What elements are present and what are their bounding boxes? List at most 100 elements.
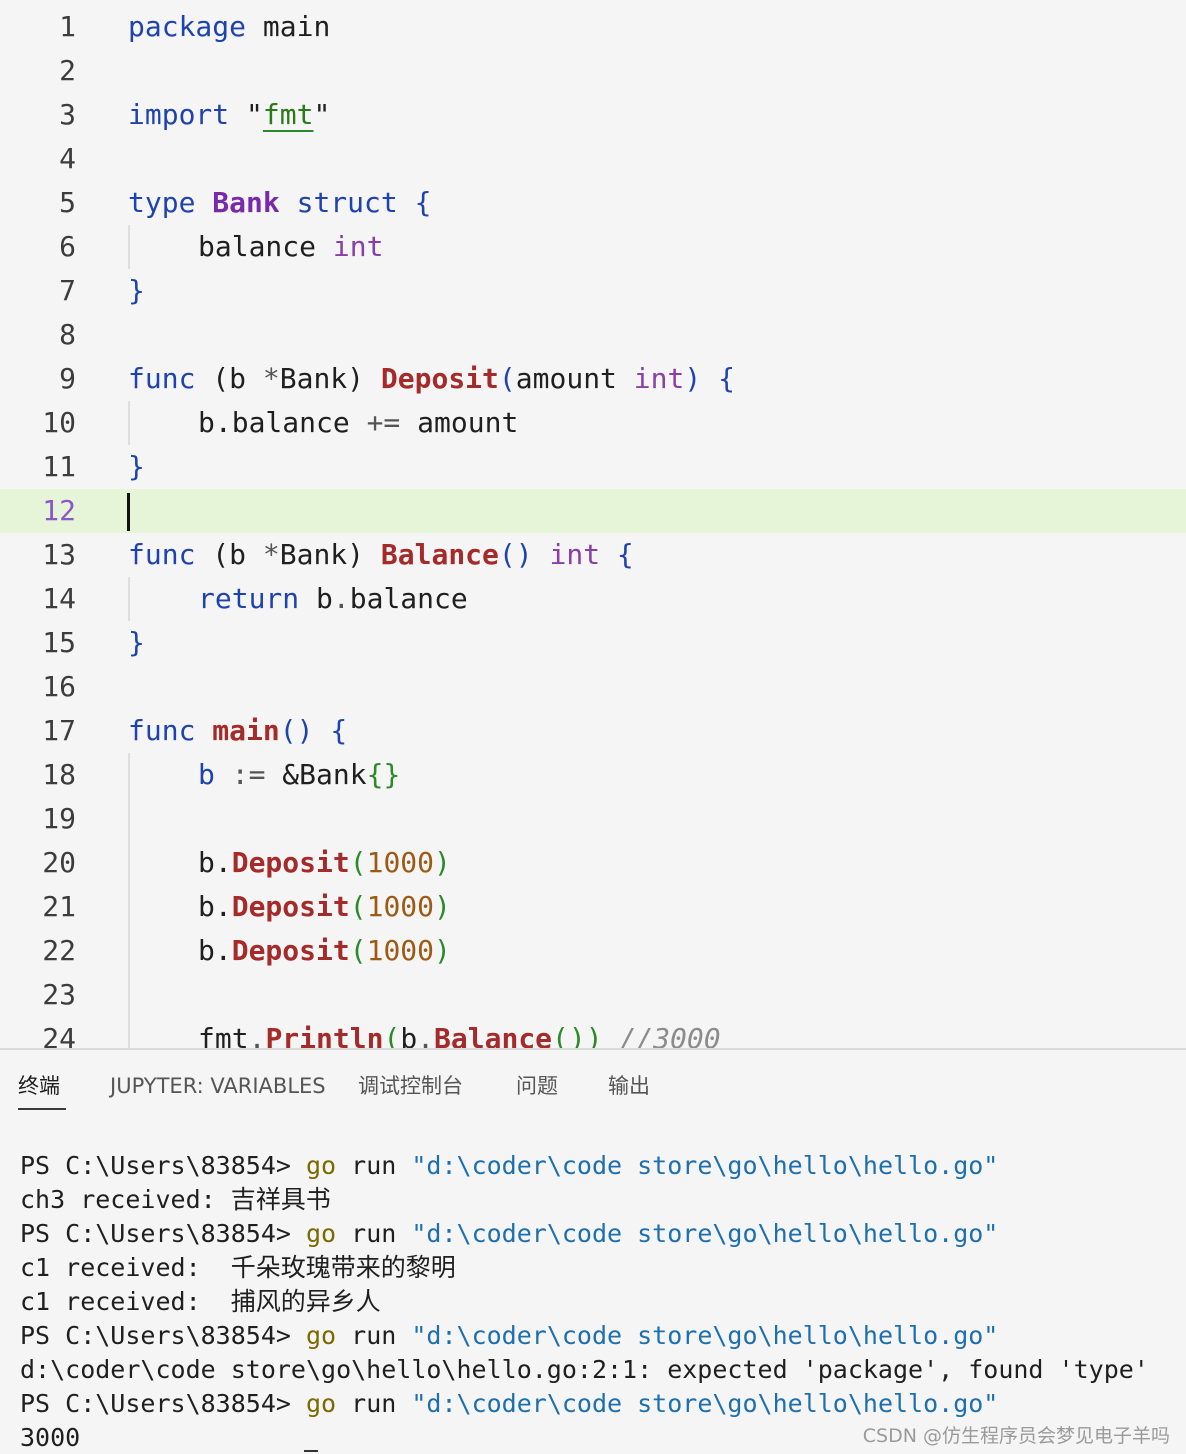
terminal-line: d:\coder\code store\go\hello\hello.go:2:…: [20, 1354, 1149, 1386]
code-line-11[interactable]: 11 }: [0, 445, 1186, 489]
terminal-cursor: [304, 1450, 318, 1452]
tab-terminal[interactable]: 终端: [18, 1074, 60, 1098]
subcommand: run: [336, 1389, 412, 1418]
line-number: 1: [59, 10, 76, 43]
code-line-19[interactable]: 19: [0, 797, 1186, 841]
code-line-8[interactable]: 8: [0, 313, 1186, 357]
code-line-1[interactable]: 1 package main: [0, 5, 1186, 49]
argument: "d:\coder\code store\go\hello\hello.go": [411, 1321, 999, 1350]
code-line-16[interactable]: 16: [0, 665, 1186, 709]
paren: (: [349, 934, 367, 967]
code-line-21[interactable]: 21 b.Deposit(1000): [0, 885, 1186, 929]
code-line-2[interactable]: 2: [0, 49, 1186, 93]
code-line-22[interactable]: 22 b.Deposit(1000): [0, 929, 1186, 973]
code-line-15[interactable]: 15 }: [0, 621, 1186, 665]
line-number: 21: [42, 890, 76, 923]
tab-jupyter-variables[interactable]: JUPYTER: VARIABLES: [110, 1074, 326, 1098]
code-line-4[interactable]: 4: [0, 137, 1186, 181]
line-number: 12: [42, 494, 76, 527]
bottom-panel: 终端 JUPYTER: VARIABLES 调试控制台 问题 输出 PS C:\…: [0, 1048, 1186, 1454]
identifier: main: [262, 10, 331, 43]
line-number: 10: [42, 406, 76, 439]
function-name: Deposit: [231, 846, 350, 879]
paren: ): [434, 890, 451, 923]
code-line-9[interactable]: 9 func (b *Bank) Deposit(amount int) {: [0, 357, 1186, 401]
indent-guide: [128, 753, 130, 797]
code-line-6[interactable]: 6 balance int: [0, 225, 1186, 269]
prompt: PS C:\Users\83854>: [20, 1219, 306, 1248]
receiver-type: Bank): [279, 362, 365, 395]
brace: }: [128, 274, 145, 307]
code-text: balance int: [198, 229, 383, 265]
operator: *: [262, 538, 280, 571]
line-number: 19: [42, 802, 76, 835]
line-number: 5: [59, 186, 76, 219]
param: amount: [515, 362, 617, 395]
line-number: 16: [42, 670, 76, 703]
code-line-18[interactable]: 18 b := &Bank{}: [0, 753, 1186, 797]
brace: }: [128, 450, 145, 483]
command: go: [305, 1321, 337, 1350]
receiver: (b: [212, 362, 247, 395]
code-text: b.Deposit(1000): [198, 933, 451, 969]
keyword: import: [128, 98, 230, 131]
brace: {: [616, 538, 634, 571]
code-editor[interactable]: 1 package main 2 3 import "fmt" 4 5 type…: [0, 0, 1186, 1048]
function-name: Deposit: [231, 934, 350, 967]
line-number: 9: [59, 362, 76, 395]
code-text: fmt.Println(b.Balance()) //3000: [198, 1021, 721, 1048]
code-line-24[interactable]: 24 fmt.Println(b.Balance()) //3000: [0, 1017, 1186, 1048]
tab-output[interactable]: 输出: [608, 1074, 650, 1098]
output-text: c1 received: 捕风的异乡人: [20, 1287, 381, 1316]
function-name: Balance: [380, 538, 499, 571]
code-line-17[interactable]: 17 func main() {: [0, 709, 1186, 753]
operator: +=: [366, 406, 401, 439]
code-line-14[interactable]: 14 return b.balance: [0, 577, 1186, 621]
code-line-7[interactable]: 7 }: [0, 269, 1186, 313]
identifier: b: [400, 1022, 418, 1048]
code-line-12-current[interactable]: 12: [0, 489, 1186, 533]
indent-guide: [128, 885, 130, 929]
keyword: func: [128, 362, 196, 395]
indent-guide: [128, 797, 130, 841]
paren: (: [383, 1022, 401, 1048]
terminal-line: 3000: [20, 1422, 80, 1454]
number-literal: 1000: [366, 846, 435, 879]
terminal-line: c1 received: 千朵玫瑰带来的黎明: [20, 1252, 456, 1284]
identifier: balance: [198, 230, 317, 263]
line-number: 20: [42, 846, 76, 879]
function-name: Balance: [434, 1022, 553, 1048]
code-line-13[interactable]: 13 func (b *Bank) Balance() int {: [0, 533, 1186, 577]
code-line-10[interactable]: 10 b.balance += amount: [0, 401, 1186, 445]
line-number: 3: [59, 98, 76, 131]
indent-guide: [128, 929, 130, 973]
code-line-20[interactable]: 20 b.Deposit(1000): [0, 841, 1186, 885]
watermark: CSDN @仿生程序员会梦见电子羊吗: [862, 1425, 1170, 1447]
terminal-line: PS C:\Users\83854> go run "d:\coder\code…: [20, 1388, 998, 1420]
indent-guide: [128, 577, 130, 621]
keyword: struct: [296, 186, 398, 219]
code-text: type Bank struct {: [128, 185, 431, 221]
brace: {: [414, 186, 432, 219]
tab-debug-console[interactable]: 调试控制台: [358, 1074, 463, 1098]
operator: .: [417, 1022, 435, 1048]
code-line-3[interactable]: 3 import "fmt": [0, 93, 1186, 137]
receiver-type: Bank): [279, 538, 365, 571]
tab-problems[interactable]: 问题: [516, 1074, 558, 1098]
code-line-23[interactable]: 23: [0, 973, 1186, 1017]
number-literal: 1000: [366, 890, 435, 923]
code-line-5[interactable]: 5 type Bank struct {: [0, 181, 1186, 225]
receiver: (b: [212, 538, 247, 571]
identifier: balance: [349, 582, 468, 615]
argument: "d:\coder\code store\go\hello\hello.go": [411, 1219, 999, 1248]
indent-guide: [128, 1017, 130, 1048]
prompt: PS C:\Users\83854>: [20, 1389, 306, 1418]
number-literal: 1000: [366, 934, 435, 967]
type-name: Bank: [212, 186, 280, 219]
line-number: 8: [59, 318, 76, 351]
line-number: 4: [59, 142, 76, 175]
code-text: b.Deposit(1000): [198, 889, 451, 925]
subcommand: run: [336, 1321, 412, 1350]
identifier: b.: [198, 846, 232, 879]
prompt: PS C:\Users\83854>: [20, 1151, 306, 1180]
